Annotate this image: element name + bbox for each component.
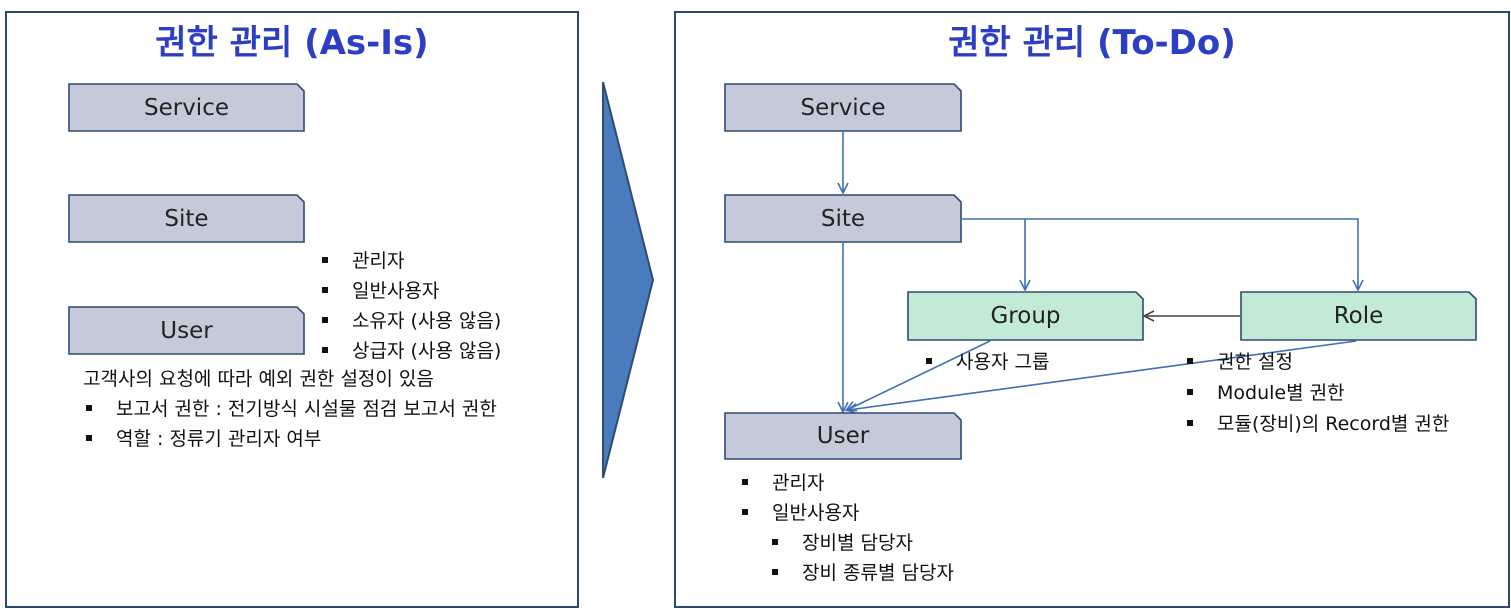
right-user-node: User [724, 412, 962, 460]
left-user-type: 소유자 (사용 않음) [322, 306, 501, 333]
role-note-text: 권한 설정 [1217, 351, 1293, 373]
right-role-node: Role [1240, 291, 1477, 341]
right-user-subtype-text: 장비 종류별 담당자 [802, 562, 954, 584]
right-user-type: 일반사용자 [742, 498, 859, 525]
right-user-type: 관리자 [742, 468, 824, 495]
role-note-item: Module별 권한 [1187, 378, 1345, 405]
right-user-subtype-text: 장비별 담당자 [802, 532, 913, 554]
group-note-text: 사용자 그룹 [956, 351, 1050, 373]
right-role-label: Role [1333, 303, 1384, 329]
right-user-subtype: 장비별 담당자 [772, 528, 913, 555]
left-user-type-text: 관리자 [352, 250, 405, 272]
left-site-label: Site [164, 205, 209, 232]
left-service-node: Service [68, 83, 305, 132]
role-note-text: Module별 권한 [1217, 382, 1345, 404]
left-user-node: User [68, 306, 305, 355]
left-exception-item: 보고서 권한 : 전기방식 시설물 점검 보고서 권한 [86, 394, 497, 421]
role-note-text: 모듈(장비)의 Record별 권한 [1217, 413, 1450, 435]
left-exception-note: 고객사의 요청에 따라 예외 권한 설정이 있음 [83, 368, 434, 390]
as-is-title: 권한 관리 (As-Is) [155, 23, 429, 63]
left-user-type: 관리자 [322, 246, 404, 273]
left-user-type-text: 일반사용자 [352, 280, 440, 302]
right-service-label: Service [800, 94, 886, 121]
left-service-label: Service [143, 94, 229, 121]
left-exception-item: 역할 : 정류기 관리자 여부 [86, 424, 321, 451]
role-note-item: 모듈(장비)의 Record별 권한 [1187, 409, 1449, 436]
right-user-type-text: 일반사용자 [772, 502, 860, 524]
role-note-item: 권한 설정 [1187, 347, 1293, 374]
right-service-node: Service [724, 83, 962, 132]
right-site-label: Site [820, 205, 866, 232]
right-user-label: User [816, 423, 870, 449]
left-user-type: 상급자 (사용 않음) [322, 336, 501, 363]
right-user-type-text: 관리자 [772, 472, 825, 494]
right-group-node: Group [907, 291, 1144, 341]
to-do-title: 권한 관리 (To-Do) [948, 23, 1236, 63]
right-user-subtype: 장비 종류별 담당자 [772, 558, 954, 585]
group-note-item: 사용자 그룹 [926, 347, 1049, 374]
left-exception-text: 역할 : 정류기 관리자 여부 [116, 428, 322, 450]
right-site-node: Site [724, 194, 962, 243]
left-user-type: 일반사용자 [322, 276, 439, 303]
to-do-panel: 권한 관리 (To-Do) [674, 11, 1510, 608]
left-exception-text: 보고서 권한 : 전기방식 시설물 점검 보고서 권한 [116, 398, 497, 420]
left-site-node: Site [68, 194, 305, 243]
left-user-type-text: 상급자 (사용 않음) [352, 340, 502, 362]
left-user-label: User [160, 317, 213, 344]
transition-arrow-icon [602, 81, 655, 479]
right-group-label: Group [990, 303, 1061, 329]
left-user-type-text: 소유자 (사용 않음) [352, 310, 502, 332]
